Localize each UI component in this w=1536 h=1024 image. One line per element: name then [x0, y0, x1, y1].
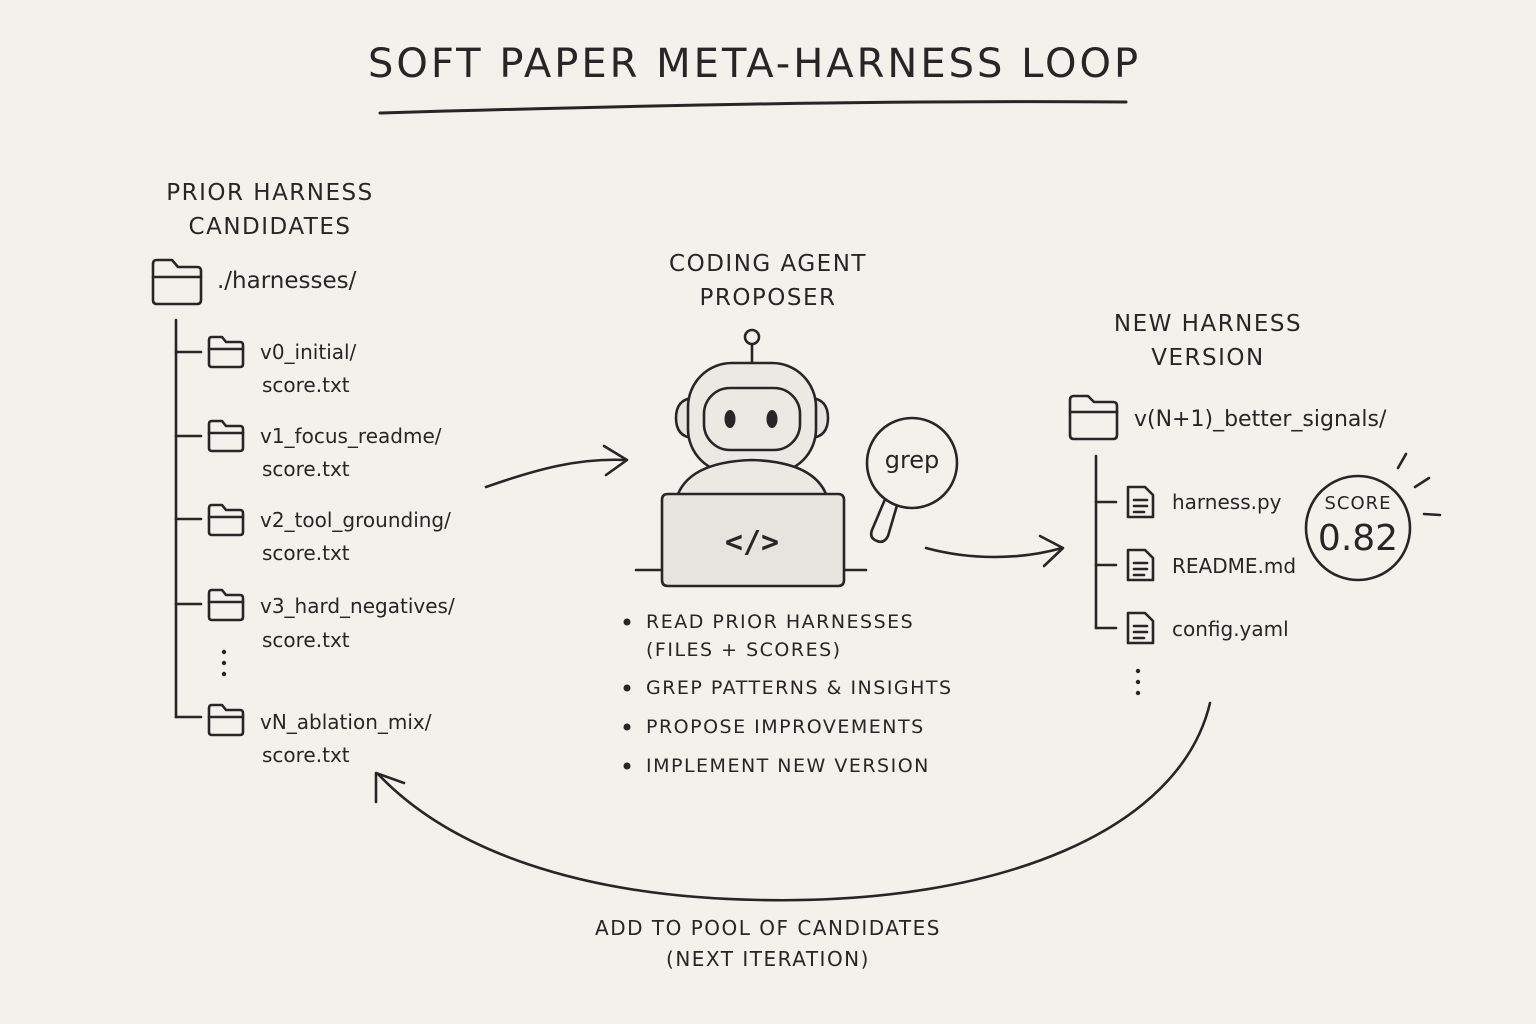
arrow-icon	[484, 444, 629, 489]
root-folder-label[interactable]: ./harnesses/	[217, 268, 357, 294]
new-version-heading-line2: version	[1151, 345, 1265, 371]
loop-label-line2: (next iteration)	[666, 947, 870, 971]
bullet-item: Read prior harnesses	[646, 611, 915, 633]
page-title: Soft Paper Meta-Harness Loop	[368, 41, 1142, 87]
bullet-dots	[623, 618, 631, 770]
folder-label[interactable]: v2_tool_grounding/	[260, 508, 451, 532]
folder-icon	[207, 588, 245, 622]
new-version-heading-line1: New harness	[1113, 311, 1303, 337]
file-label[interactable]: README.md	[1172, 554, 1297, 578]
score-value: 0.82	[1317, 518, 1399, 559]
bullet-item-continued: (files + scores)	[646, 639, 842, 661]
folder-label[interactable]: v0_initial/	[260, 340, 357, 364]
file-label[interactable]: score.txt	[262, 541, 350, 565]
file-label[interactable]: harness.py	[1172, 490, 1282, 514]
grep-label: grep	[884, 446, 940, 474]
file-label[interactable]: score.txt	[262, 743, 350, 767]
folder-icon	[207, 503, 245, 537]
new-folder-icon	[1068, 394, 1119, 441]
magnifier-icon	[865, 416, 959, 544]
prior-heading-line1: Prior harness	[166, 180, 374, 206]
code-symbol: </>	[724, 525, 780, 560]
file-label[interactable]: score.txt	[262, 373, 350, 397]
loop-label-line1: Add to pool of candidates	[595, 916, 941, 940]
bullet-item: Implement new version	[646, 755, 930, 777]
file-icon	[1126, 611, 1155, 645]
ellipsis-icon	[1135, 668, 1141, 696]
score-label: Score	[1324, 493, 1392, 514]
prior-heading: Prior harness candidates	[130, 176, 410, 244]
file-label[interactable]: score.txt	[262, 628, 350, 652]
file-icon	[1126, 485, 1155, 519]
file-label[interactable]: config.yaml	[1172, 617, 1289, 641]
title-underline	[378, 100, 1128, 115]
bullet-item: Grep patterns & insights	[646, 677, 953, 699]
folder-icon	[207, 419, 245, 453]
score-badge-circle	[1304, 452, 1442, 582]
bullet-item: Propose improvements	[646, 716, 925, 738]
loop-arrow-icon	[374, 701, 1212, 902]
agent-heading-line1: Coding agent	[669, 251, 867, 277]
file-label[interactable]: score.txt	[262, 457, 350, 481]
robot-icon	[674, 328, 830, 502]
file-icon	[1126, 548, 1155, 582]
folder-label[interactable]: v3_hard_negatives/	[260, 594, 455, 618]
root-folder-icon	[151, 258, 203, 306]
folder-icon	[207, 335, 245, 369]
new-folder-label[interactable]: v(N+1)_better_signals/	[1134, 407, 1387, 432]
folder-icon	[207, 703, 245, 737]
ellipsis-icon	[221, 649, 227, 677]
prior-heading-line2: candidates	[188, 214, 352, 240]
laptop-icon	[634, 492, 868, 588]
folder-label[interactable]: v1_focus_readme/	[260, 424, 442, 448]
new-version-heading: New harness version	[1068, 307, 1348, 375]
agent-heading: Coding agent proposer	[618, 247, 918, 315]
arrow-icon	[924, 534, 1065, 568]
folder-label[interactable]: vN_ablation_mix/	[260, 710, 432, 734]
agent-heading-line2: proposer	[699, 285, 837, 311]
